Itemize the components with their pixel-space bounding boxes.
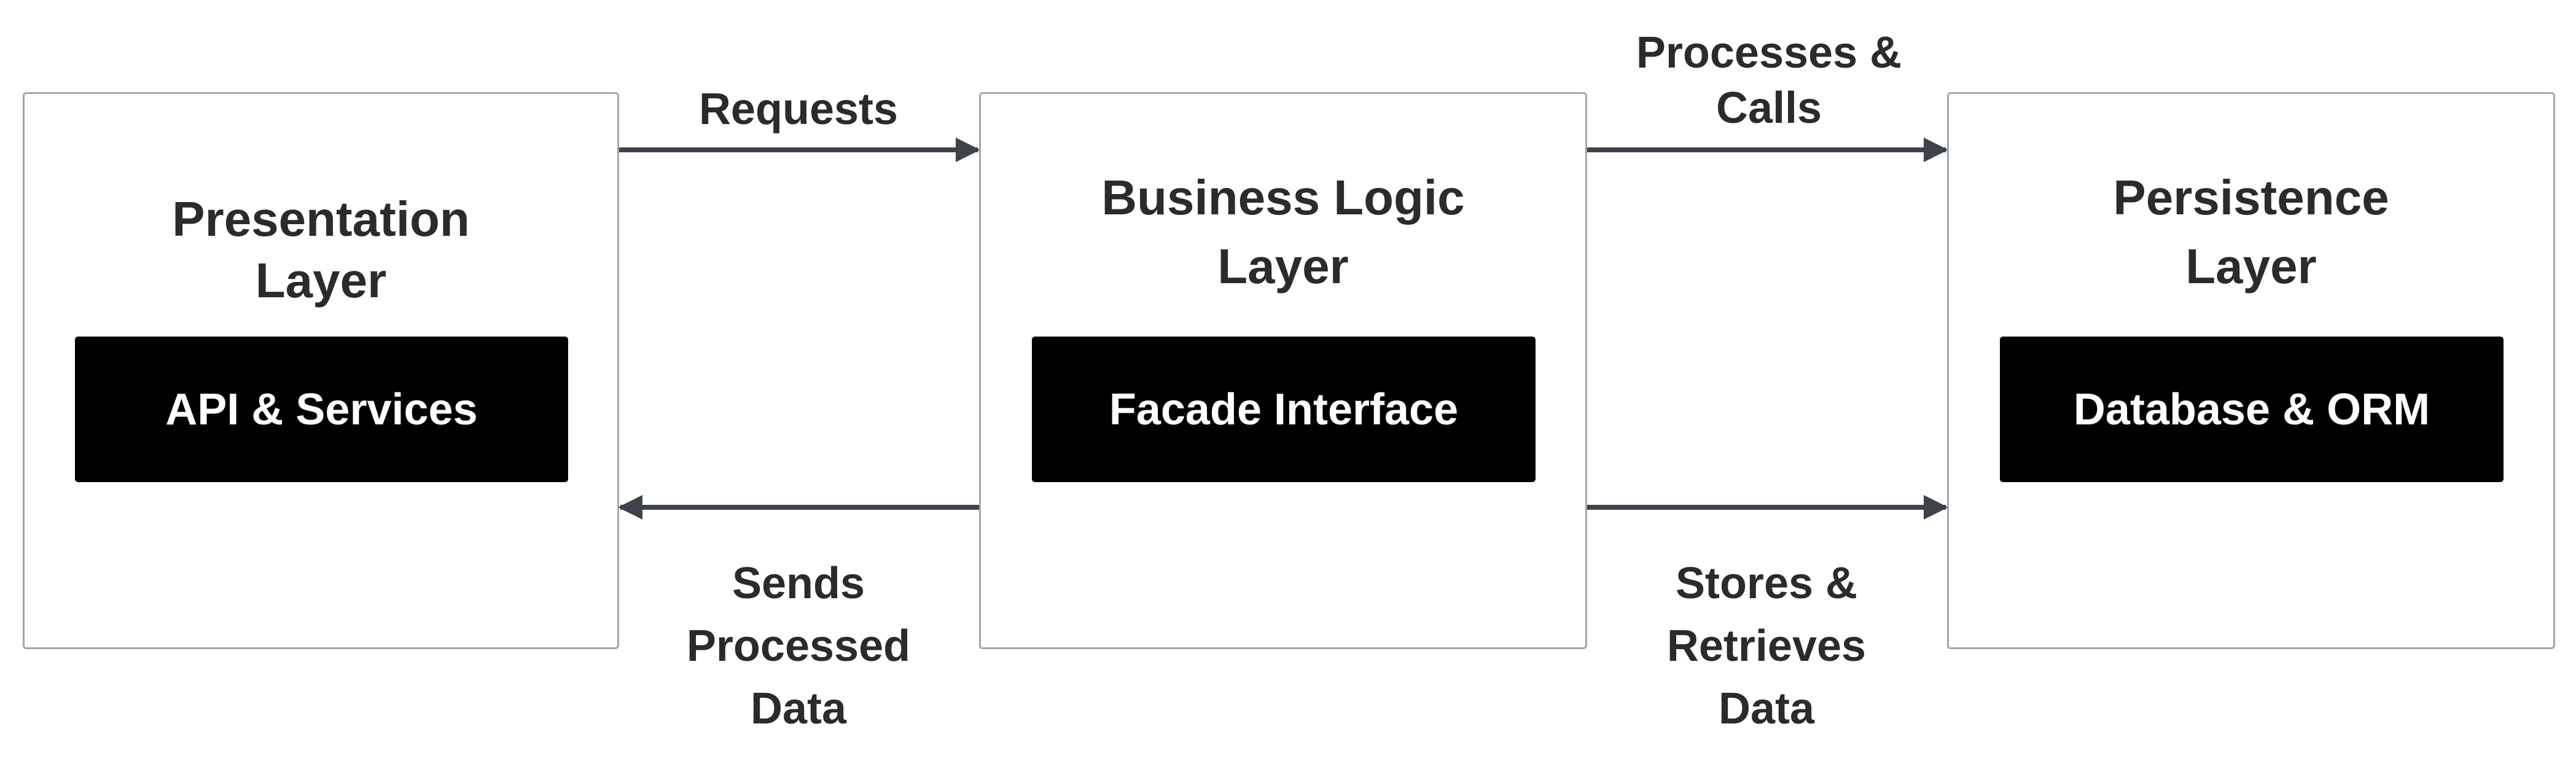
database-orm-label: Database & ORM bbox=[2073, 384, 2430, 434]
sends-processed-data-line2: Processed bbox=[686, 622, 911, 671]
persistence-layer-title-line2: Layer bbox=[2185, 239, 2317, 294]
persistence-layer-box[interactable]: Persistence Layer Database & ORM bbox=[1947, 92, 2555, 649]
business-logic-layer-box[interactable]: Business Logic Layer Facade Interface bbox=[979, 92, 1587, 649]
stores-and-retrieves-line3: Data bbox=[1718, 684, 1815, 733]
business-logic-layer-title-line2: Layer bbox=[1217, 239, 1349, 294]
presentation-layer-title-line2: Layer bbox=[255, 253, 387, 308]
business-logic-layer-title-line1: Business Logic bbox=[1101, 170, 1465, 225]
facade-interface-label: Facade Interface bbox=[1109, 384, 1459, 434]
processes-and-calls-label: Processes & Calls bbox=[1572, 21, 1965, 139]
stores-and-retrieves-line1: Stores & bbox=[1675, 559, 1858, 608]
processes-and-calls-line1: Processes & bbox=[1636, 28, 1902, 77]
database-orm-component[interactable]: Database & ORM bbox=[2000, 337, 2504, 482]
api-services-component[interactable]: API & Services bbox=[75, 337, 568, 482]
requests-label-line1: Requests bbox=[698, 85, 899, 134]
stores-and-retrieves-line2: Retrieves bbox=[1666, 622, 1867, 671]
sends-processed-data-line1: Sends bbox=[732, 559, 865, 608]
sends-processed-data-label: Sends Processed Data bbox=[645, 552, 952, 740]
persistence-layer-title-line1: Persistence bbox=[2113, 170, 2389, 225]
processes-and-calls-line2: Calls bbox=[1715, 84, 1822, 133]
api-services-label: API & Services bbox=[165, 384, 478, 434]
presentation-layer-box[interactable]: Presentation Layer API & Services bbox=[23, 92, 619, 649]
facade-interface-component[interactable]: Facade Interface bbox=[1032, 337, 1536, 482]
sends-processed-data-line3: Data bbox=[750, 684, 847, 733]
business-logic-layer-title: Business Logic Layer bbox=[981, 163, 1585, 301]
requests-label: Requests bbox=[645, 78, 952, 141]
presentation-layer-title: Presentation Layer bbox=[25, 185, 617, 315]
stores-and-retrieves-label: Stores & Retrieves Data bbox=[1613, 552, 1920, 740]
persistence-layer-title: Persistence Layer bbox=[1949, 163, 2553, 301]
presentation-layer-title-line1: Presentation bbox=[172, 192, 470, 246]
